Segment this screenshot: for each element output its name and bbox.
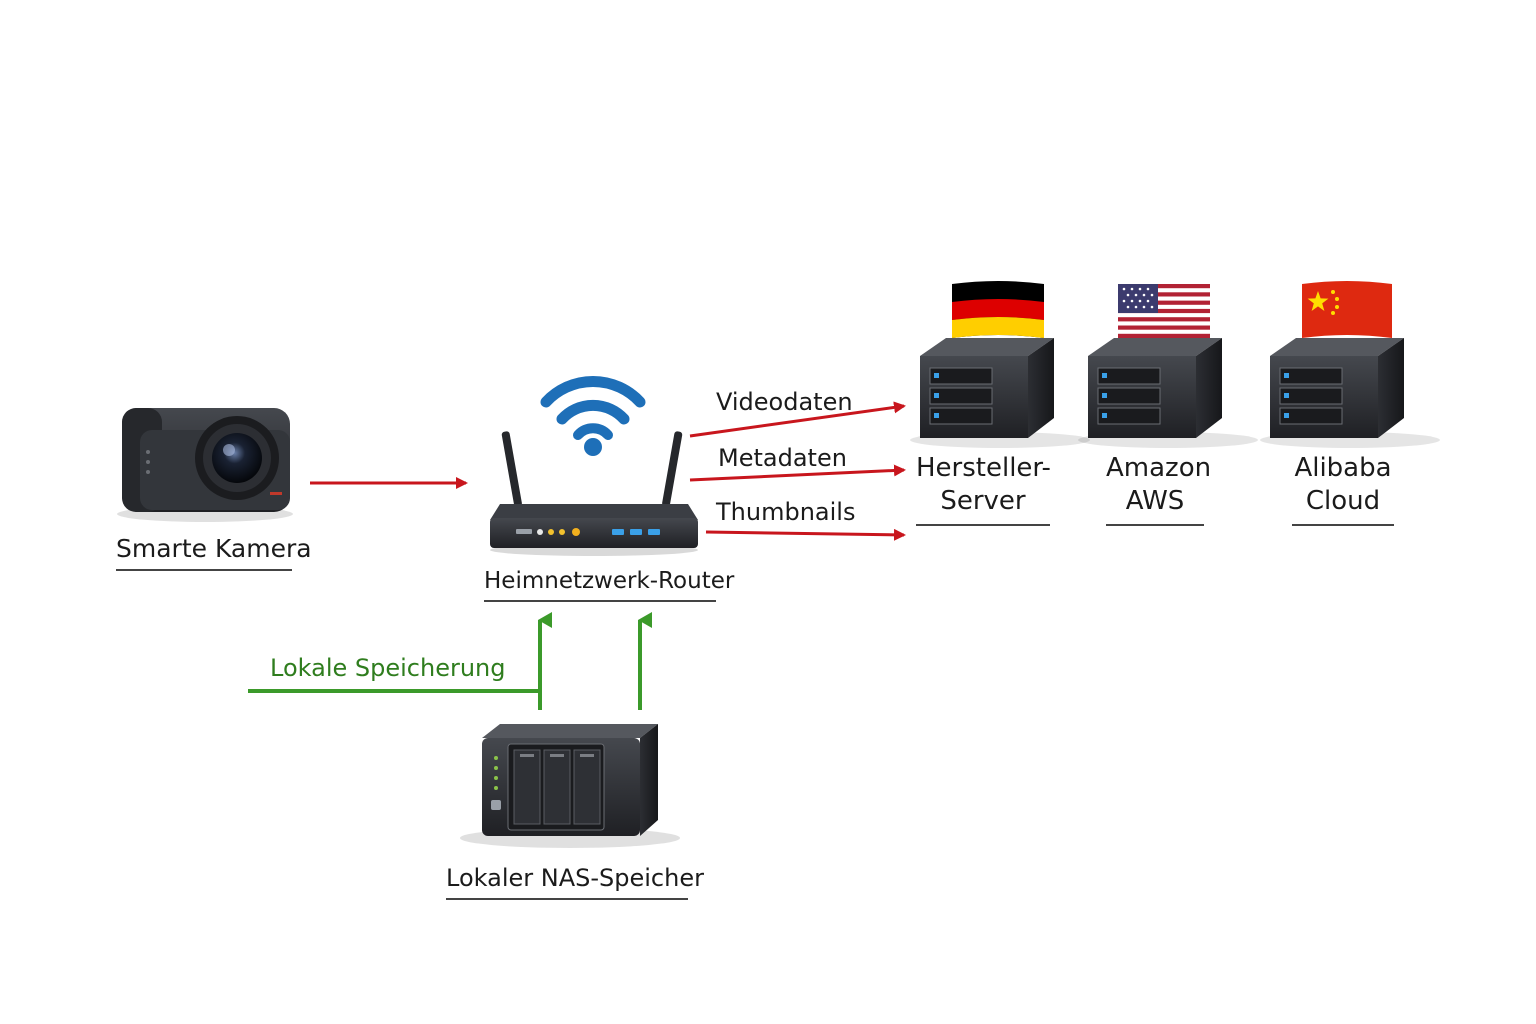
nas-storage-icon [460,724,680,848]
server-cn-label: Alibaba Cloud [1292,452,1394,526]
usa-flag-icon [1118,284,1210,338]
server-cn-line2: Cloud [1305,486,1381,516]
server-us-line1: Amazon [1106,453,1212,483]
wifi-icon [540,375,646,456]
router-label: Heimnetzwerk-Router [484,568,734,602]
security-camera-icon [117,408,293,522]
thumbs-flow-label: Thumbnails [716,498,856,526]
video-flow-arrow [689,401,906,438]
server-cn-line1: Alibaba [1294,453,1392,483]
china-flag-icon [1302,281,1392,338]
server-de-label: Hersteller- Server [916,452,1051,526]
server-icon-aws [1078,338,1258,448]
server-de-line2: Server [940,486,1026,516]
nas-label: Lokaler NAS-Speicher [446,864,704,900]
server-icon-alibaba [1260,338,1440,448]
wifi-router-icon [490,375,698,556]
server-us-label: Amazon AWS [1106,452,1212,526]
camera-label: Smarte Kamera [116,534,312,571]
server-icon-hersteller [910,338,1090,448]
video-flow-label: Videodaten [716,388,853,416]
server-us-line2: AWS [1125,486,1185,516]
meta-flow-arrow [689,464,906,482]
meta-flow-label: Metadaten [718,444,847,472]
server-de-line1: Hersteller- [916,453,1051,483]
local-storage-label: Lokale Speicherung [270,654,506,682]
thumbs-flow-arrow [705,528,906,541]
germany-flag-icon [952,281,1044,338]
